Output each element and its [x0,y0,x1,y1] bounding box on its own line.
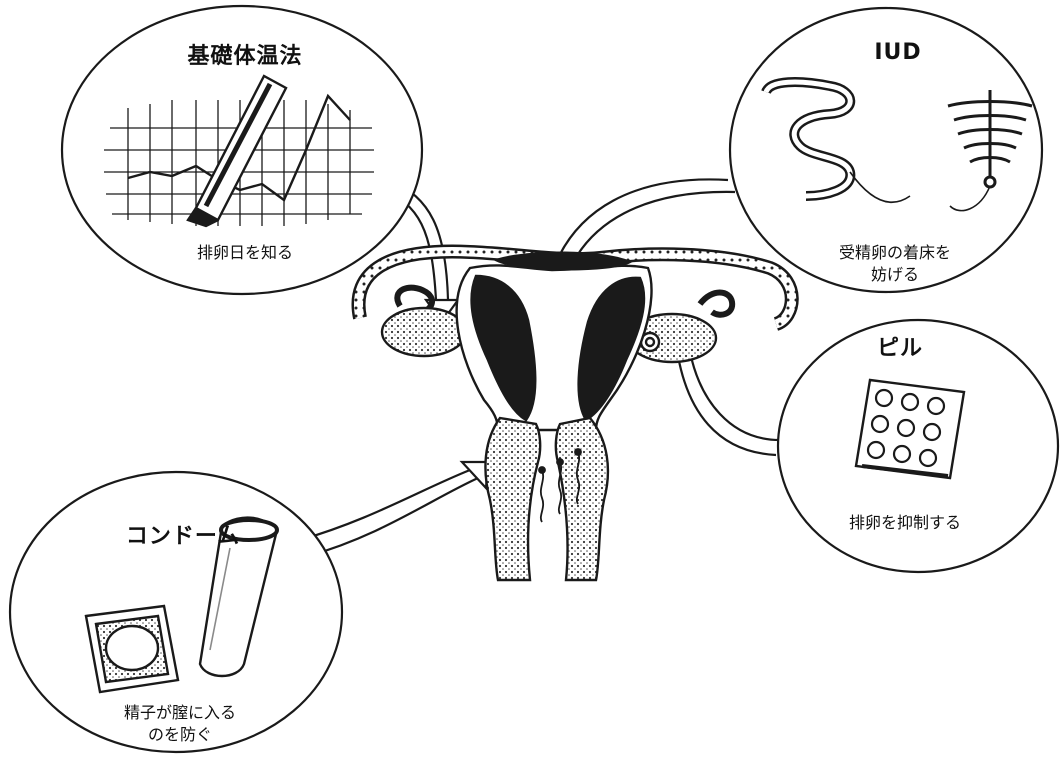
uterus-diagram [358,252,791,580]
condom-wrapper-icon [86,606,178,692]
pill-pack-icon [856,380,964,478]
pill-connector [690,352,780,440]
iud-caption-line2: 妨げる [810,264,980,285]
iud-caption-line1: 受精卵の着床を [810,242,980,263]
pill-title: ピル [860,330,940,362]
pill-caption: 排卵を抑制する [820,512,990,533]
iud-title: IUD [858,40,938,65]
left-ovary [382,308,466,356]
bbt-title: 基礎体温法 [170,38,320,70]
condom-title: コンドーム [118,518,248,550]
condom-caption-line1: 精子が膣に入る [90,702,270,723]
condom-connector [300,470,470,540]
bbt-caption: 排卵日を知る [170,242,320,263]
condom-caption-line2: のを防ぐ [90,724,270,745]
